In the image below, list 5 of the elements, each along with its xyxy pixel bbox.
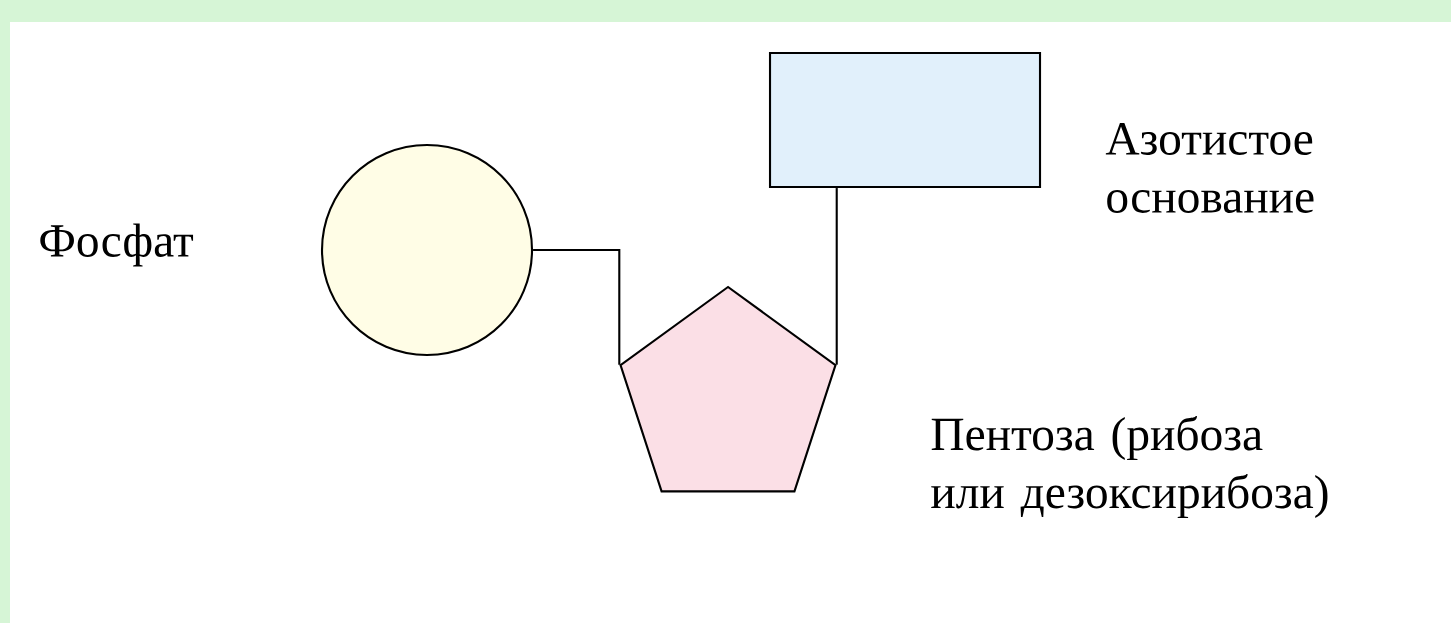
connector-line <box>835 188 838 365</box>
node-label: Пентоза (рибоза или дезоксирибоза) <box>931 415 1328 519</box>
connector-line <box>533 248 621 365</box>
node-label: Фосфат <box>40 223 194 267</box>
node-label: Азотистое основание <box>1105 123 1314 213</box>
